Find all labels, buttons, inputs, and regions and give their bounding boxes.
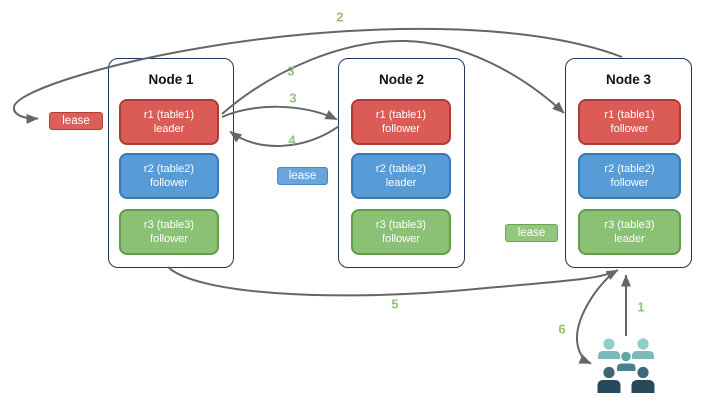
node-2: Node 2 r1 (table1) follower r2 (table2) … [338, 58, 465, 268]
node-3-title: Node 3 [605, 72, 651, 87]
replica-role: follower [610, 123, 649, 135]
person-icon [597, 366, 621, 393]
node1-replica-r2: r2 (table2) follower [119, 153, 219, 199]
replica-label: r1 (table1) [143, 109, 195, 121]
node2-replica-r2: r2 (table2) leader [351, 153, 451, 199]
replica-role: follower [150, 233, 188, 245]
lease-r3-badge: lease [505, 224, 558, 242]
arrow-label-2: 2 [336, 9, 344, 25]
arrow-3-to-node2 [221, 105, 338, 121]
person-icon [631, 366, 655, 393]
arrow-5 [167, 266, 619, 297]
replica-label: r1 (table1) [604, 109, 655, 121]
node3-replica-r2: r2 (table2) follower [578, 153, 681, 199]
replica-label: r2 (table2) [375, 163, 427, 175]
arrow-label-3-to-node3: 3 [287, 63, 295, 79]
arrow-label-6: 6 [558, 321, 566, 337]
replica-role: leader [385, 177, 417, 189]
arrow-4 [229, 125, 340, 147]
replica-role: leader [153, 123, 185, 135]
replica-role: follower [610, 177, 649, 189]
node-2-title: Node 2 [378, 72, 424, 87]
replica-label: r1 (table1) [375, 109, 427, 121]
node1-replica-r1: r1 (table1) leader [119, 99, 219, 145]
node2-replica-r1: r1 (table1) follower [351, 99, 451, 145]
node2-replica-r3: r3 (table3) follower [351, 209, 451, 255]
lease-r2-badge: lease [277, 167, 328, 185]
arrow-label-1: 1 [637, 299, 645, 315]
replica-role: follower [382, 233, 420, 245]
arrow-2 [12, 27, 623, 124]
replica-role: follower [150, 177, 188, 189]
person-icon [632, 338, 654, 359]
replica-role: leader [614, 233, 645, 245]
arrow-6 [575, 270, 616, 365]
node3-replica-r3: r3 (table3) leader [578, 209, 681, 255]
replica-label: r2 (table2) [143, 163, 195, 175]
arrow-label-5: 5 [391, 296, 399, 312]
replica-role: follower [382, 123, 420, 135]
replica-label: r3 (table3) [604, 219, 655, 231]
node-1-title: Node 1 [148, 72, 194, 87]
arrow-label-4: 4 [288, 132, 296, 148]
person-icon [617, 351, 636, 371]
node3-replica-r1: r1 (table1) follower [578, 99, 681, 145]
node1-replica-r3: r3 (table3) follower [119, 209, 219, 255]
arrow-label-3-to-node2: 3 [289, 90, 297, 106]
users-icon [597, 338, 655, 393]
person-icon [598, 338, 620, 359]
replica-label: r3 (table3) [143, 219, 195, 231]
replica-label: r2 (table2) [604, 163, 655, 175]
lease-r1-badge: lease [49, 112, 103, 130]
node-3: Node 3 r1 (table1) follower r2 (table2) … [565, 58, 692, 268]
replica-label: r3 (table3) [375, 219, 427, 231]
node-1: Node 1 r1 (table1) leader r2 (table2) fo… [108, 58, 234, 268]
